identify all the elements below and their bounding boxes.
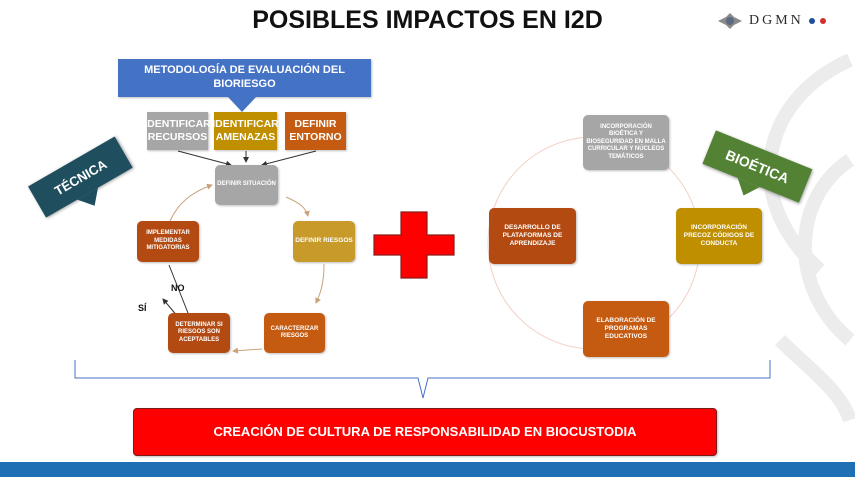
plus-icon <box>373 211 455 279</box>
define-environment-box: DEFINIR ENTORNO <box>285 112 346 150</box>
logo-dot-blue <box>808 18 815 24</box>
dgmn-logo: DGMN <box>716 11 836 31</box>
characterize-risks-box: CARACTERIZAR RIESGOS <box>264 313 325 353</box>
implement-mitigation-box: IMPLEMENTAR MEDIDAS MITIGATORIAS <box>137 221 199 262</box>
define-situation-box: DEFINIR SITUACIÓN <box>215 165 278 205</box>
identify-threats-box: IDENTIFICAR AMENAZAS <box>212 112 279 150</box>
no-label: NO <box>171 283 185 293</box>
methodology-box: METODOLOGÍA DE EVALUACIÓN DEL BIORIESGO <box>118 59 371 97</box>
bioethics-curriculum-box: INCORPORACIÓN BIOÉTICA Y BIOSEGURIDAD EN… <box>583 115 669 170</box>
define-risks-box: DEFINIR RIESGOS <box>293 221 355 262</box>
methodology-arrow <box>228 97 256 112</box>
grouping-brace <box>74 360 771 399</box>
bioethics-programs-box: ELABORACIÓN DE PROGRAMAS EDUCATIVOS <box>583 301 669 357</box>
determine-acceptable-box: DETERMINAR SI RIESGOS SON ACEPTABLES <box>168 313 230 353</box>
result-box: CREACIÓN DE CULTURA DE RESPONSABILIDAD E… <box>133 408 717 456</box>
yes-label: SÍ <box>138 303 147 313</box>
bioethics-codes-box: INCORPORACIÓN PRECOZ CÓDIGOS DE CONDUCTA <box>676 208 762 264</box>
crest-icon <box>718 13 742 29</box>
identify-resources-box: IDENTIFICAR RECURSOS <box>144 112 211 150</box>
logo-dot-red <box>819 18 826 24</box>
bioethics-platforms-box: DESARROLLO DE PLATAFORMAS DE APRENDIZAJE <box>489 208 576 264</box>
logo-text: DGMN <box>749 13 804 28</box>
page-title: POSIBLES IMPACTOS EN I2D <box>252 6 603 34</box>
footer-bar <box>0 462 855 477</box>
